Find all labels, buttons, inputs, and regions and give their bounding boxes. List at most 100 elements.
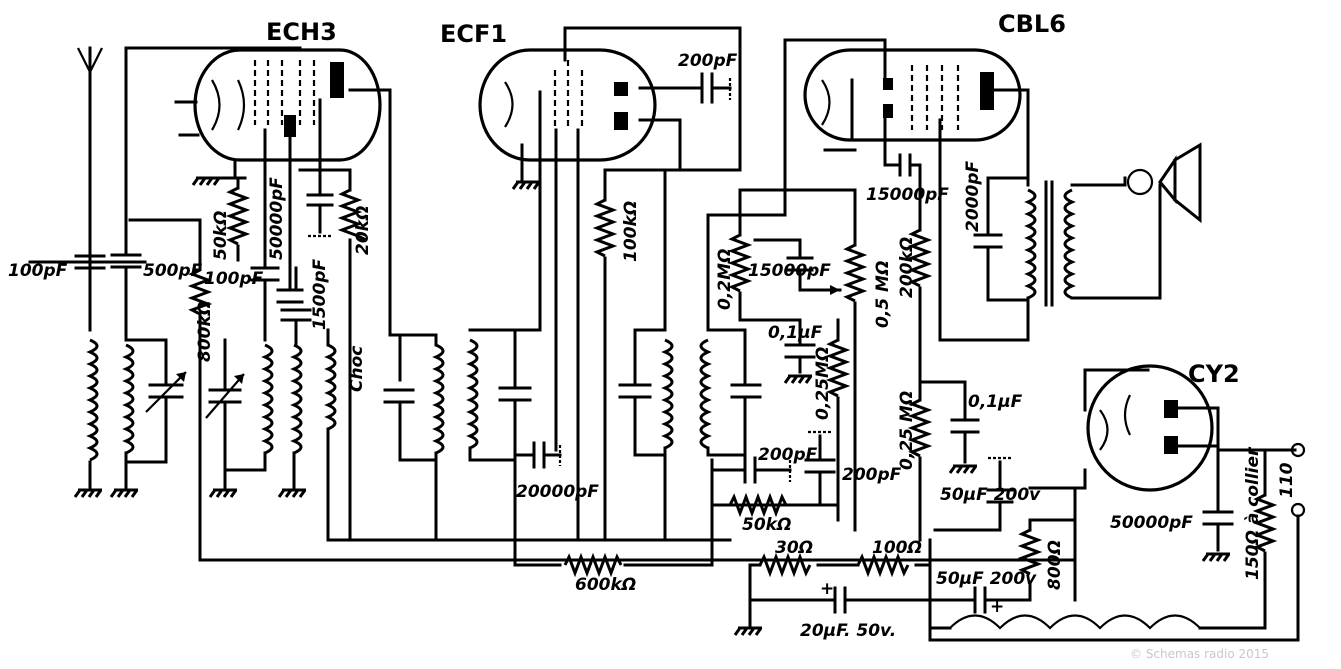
capacitor-01uf-a — [784, 318, 816, 374]
label-choc: Choc — [347, 346, 367, 392]
if-transformer-3-secondary — [699, 213, 787, 457]
loudspeaker — [1126, 142, 1202, 224]
resistor-600k — [563, 538, 714, 578]
resistor-800k — [187, 262, 213, 562]
label-200pf-a: 200pF — [758, 445, 818, 465]
capacitor-200pf-top — [638, 72, 732, 104]
label-50000pf-b: 50000pF — [1110, 513, 1193, 533]
variable-capacitor-osc — [205, 338, 245, 472]
capacitor-100pf-antenna — [28, 254, 147, 270]
capacitor-20000pf — [513, 441, 562, 469]
choke-coil — [324, 328, 732, 542]
antenna — [77, 46, 103, 332]
capacitor-500pf — [110, 46, 142, 342]
tube-label-ecf1: ECF1 — [440, 20, 507, 48]
capacitor-screen-ech3 — [306, 98, 334, 238]
label-15000pf-b: 15000pF — [866, 185, 949, 205]
label-01uf-b: 0,1μF — [968, 392, 1023, 412]
label-100k: 100kΩ — [621, 201, 641, 262]
label-200pf-top: 200pF — [678, 51, 738, 71]
tube-cy2-envelope — [1083, 364, 1214, 492]
ground-symbol-6 — [783, 374, 814, 385]
label-100pf-antenna: 100pF — [8, 261, 68, 281]
oscillator-coil-a — [223, 343, 274, 490]
ground-symbol-2 — [109, 488, 140, 499]
label-150-collier: 150Ω à collier — [1243, 446, 1263, 580]
label-01uf-a: 0,1μF — [768, 323, 823, 343]
tube-ech3-envelope — [174, 48, 382, 180]
resistor-025m-a — [825, 318, 851, 522]
label-025m-a: 0,25MΩ — [813, 347, 833, 420]
antenna-coil — [86, 338, 99, 490]
tube-label-cy2: CY2 — [1188, 360, 1240, 388]
if-transformer-2 — [466, 328, 542, 567]
tuned-coil-1 — [122, 338, 187, 490]
label-50uf-200v-b: 50μF 200v — [936, 569, 1037, 589]
mains-terminals — [928, 442, 1306, 642]
label-200pf-b: 200pF — [842, 465, 902, 485]
capacitor-50uf-b — [973, 580, 1032, 614]
label-800k: 800kΩ — [195, 301, 215, 362]
resistor-100 — [856, 552, 932, 578]
label-02m: 0,2MΩ — [715, 249, 735, 310]
label-100pf: 100pF — [204, 269, 264, 289]
ground-symbol-3 — [208, 488, 239, 499]
label-plus-20uf: + — [820, 579, 834, 599]
label-mains: 110 — [1277, 462, 1297, 498]
if-transformer-1 — [348, 88, 445, 542]
capacitor-200pf-a — [710, 456, 792, 484]
label-30: 30Ω — [775, 538, 813, 558]
capacitor-50uf-a — [933, 456, 1014, 532]
oscillator-coil-b — [290, 318, 303, 490]
ground-symbol-1 — [73, 488, 104, 499]
label-50000pf-a: 50000pF — [267, 177, 287, 260]
if-transformer-3 — [618, 168, 674, 542]
ground-symbol-7 — [948, 464, 979, 475]
label-50k: 50kΩ — [211, 211, 231, 260]
label-05m: 0,5 MΩ — [873, 261, 893, 328]
capacitor-1500pf — [280, 266, 312, 322]
resistor-50k-b — [710, 492, 840, 518]
output-transformer — [938, 88, 1162, 342]
resistor-025m-b — [907, 398, 933, 542]
ground-symbol-5 — [511, 180, 542, 191]
label-2000pf: 2000pF — [963, 161, 983, 232]
capacitor-100pf — [250, 128, 280, 342]
capacitor-50000pf — [276, 135, 304, 304]
potentiometer-05m — [842, 188, 868, 532]
resistor-02m — [727, 188, 802, 322]
capacitor-15000pf-a — [753, 238, 842, 295]
tube-ecf1-envelope — [478, 48, 657, 182]
tube-label-ech3: ECH3 — [266, 18, 337, 46]
label-1500pf: 1500pF — [310, 259, 330, 330]
ground-symbol-4 — [277, 488, 308, 499]
capacitor-20uf — [833, 586, 932, 614]
heater-chain — [928, 468, 1267, 630]
label-025m-b: 0,25 MΩ — [897, 391, 917, 470]
resistor-50k — [225, 176, 251, 262]
capacitor-01uf-b — [918, 380, 980, 464]
label-100: 100Ω — [872, 538, 922, 558]
label-600k: 600kΩ — [575, 575, 636, 595]
label-20uf: 20μF. 50v. — [800, 621, 896, 641]
label-50uf-200v-a: 50μF 200v — [940, 485, 1041, 505]
label-500pf: 500pF — [143, 261, 203, 281]
tube-cbl6-envelope — [803, 48, 1022, 142]
capacitor-50000pf-b — [1202, 510, 1234, 552]
label-50k-b: 50kΩ — [742, 515, 791, 535]
label-20k: 20kΩ — [353, 206, 373, 255]
resistor-20k — [337, 188, 367, 542]
label-20000pf: 20000pF — [516, 482, 599, 502]
capacitor-2000pf — [973, 176, 1030, 302]
tube-label-cbl6: CBL6 — [998, 10, 1066, 38]
capacitor-15000pf-b — [898, 153, 922, 232]
resistor-30 — [748, 552, 860, 578]
resistor-100k — [592, 168, 618, 542]
ground-symbol-8 — [1201, 552, 1232, 563]
resistor-150-collier — [1252, 448, 1278, 630]
watermark: © Schemas radio 2015 — [1130, 647, 1269, 661]
label-15000pf-a: 15000pF — [748, 261, 831, 281]
label-plus-50uf: + — [990, 597, 1004, 617]
label-200k: 200kΩ — [897, 237, 917, 298]
